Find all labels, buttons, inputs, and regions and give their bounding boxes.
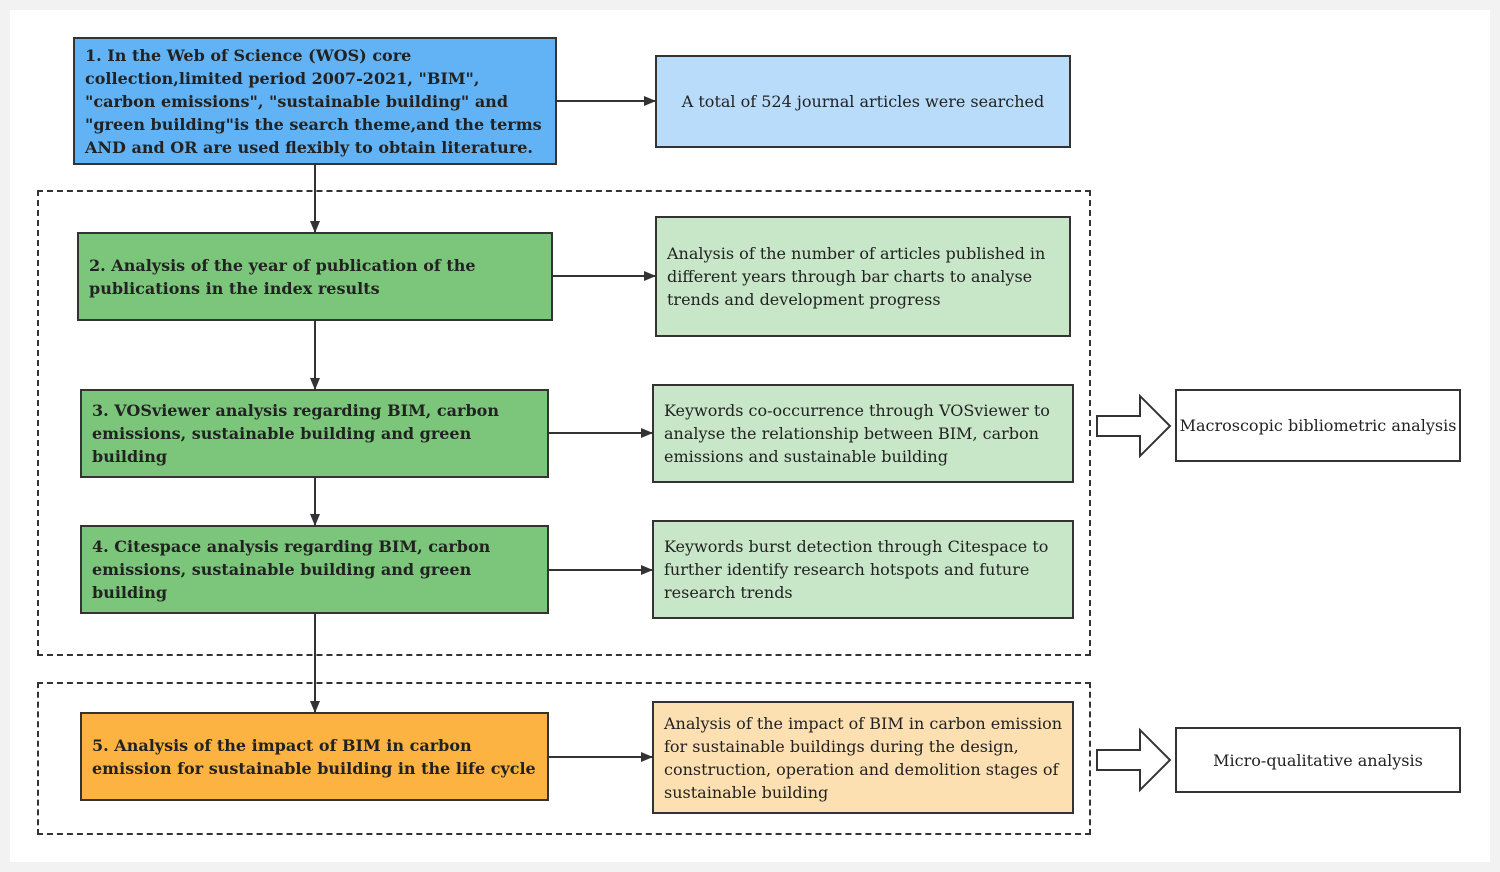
result-3-text: Keywords co-occurrence through VOSviewer… bbox=[664, 401, 1050, 466]
block-arrow-micro bbox=[1096, 727, 1172, 793]
block-arrow-macroscopic bbox=[1096, 393, 1172, 459]
step-5-text: 5. Analysis of the impact of BIM in carb… bbox=[92, 735, 536, 778]
result-3-box: Keywords co-occurrence through VOSviewer… bbox=[652, 384, 1074, 483]
step-3-box: 3. VOSviewer analysis regarding BIM, car… bbox=[80, 389, 549, 478]
outcome-micro-text: Micro-qualitative analysis bbox=[1213, 750, 1423, 770]
outcome-macroscopic-box: Macroscopic bibliometric analysis bbox=[1175, 389, 1461, 462]
result-1-text: A total of 524 journal articles were sea… bbox=[681, 92, 1045, 111]
result-1-box: A total of 524 journal articles were sea… bbox=[655, 55, 1071, 148]
macroscopic-group bbox=[37, 190, 1091, 656]
result-4-text: Keywords burst detection through Citespa… bbox=[664, 537, 1049, 602]
step-2-text: 2. Analysis of the year of publication o… bbox=[89, 255, 476, 298]
step-3-text: 3. VOSviewer analysis regarding BIM, car… bbox=[92, 401, 499, 466]
result-5-text: Analysis of the impact of BIM in carbon … bbox=[664, 713, 1062, 802]
step-1-box: 1. In the Web of Science (WOS) core coll… bbox=[73, 37, 557, 165]
result-5-box: Analysis of the impact of BIM in carbon … bbox=[652, 701, 1074, 814]
step-1-text: 1. In the Web of Science (WOS) core coll… bbox=[85, 45, 542, 157]
outcome-macroscopic-text: Macroscopic bibliometric analysis bbox=[1179, 416, 1457, 435]
step-2-box: 2. Analysis of the year of publication o… bbox=[77, 232, 553, 321]
micro-group bbox=[37, 682, 1091, 835]
step-4-text: 4. Citespace analysis regarding BIM, car… bbox=[92, 537, 491, 602]
outcome-micro-box: Micro-qualitative analysis bbox=[1175, 727, 1461, 793]
result-2-box: Analysis of the number of articles publi… bbox=[655, 216, 1071, 337]
result-4-box: Keywords burst detection through Citespa… bbox=[652, 520, 1074, 619]
result-2-text: Analysis of the number of articles publi… bbox=[667, 244, 1046, 309]
step-5-box: 5. Analysis of the impact of BIM in carb… bbox=[80, 712, 549, 801]
step-4-box: 4. Citespace analysis regarding BIM, car… bbox=[80, 525, 549, 614]
